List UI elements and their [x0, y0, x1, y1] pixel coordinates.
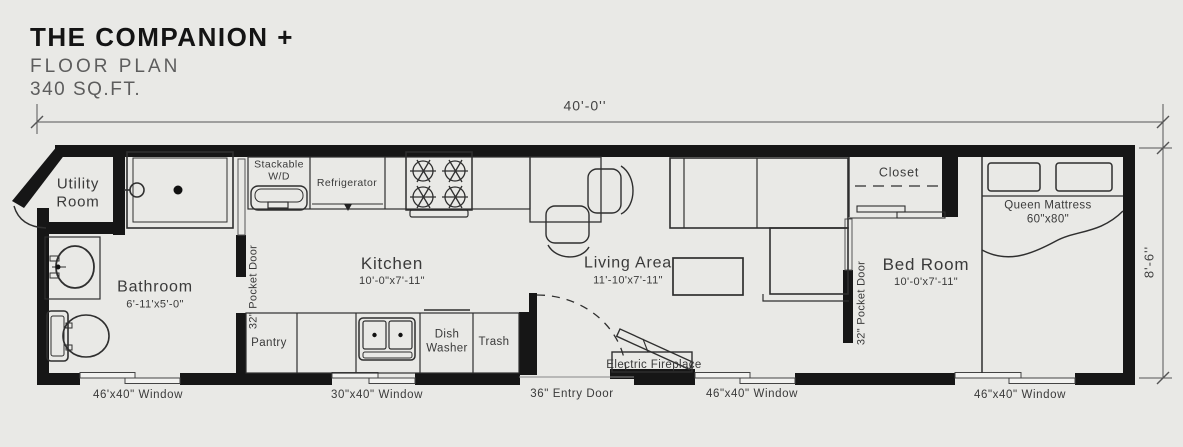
- kitchen-counter-bottom: [245, 309, 520, 374]
- dining-table: [529, 156, 602, 223]
- room-label-kitchen: Kitchen 10'-0"x7'-11": [359, 254, 425, 288]
- utility-label-line1: Utility: [56, 175, 100, 193]
- dimension-lines: [30, 104, 1172, 385]
- pocket-door-cavities: [237, 158, 853, 271]
- window-bathroom: [79, 372, 181, 384]
- entry-door-label: 36" Entry Door: [530, 388, 614, 401]
- living-size: 11'-10'x7'-11": [593, 274, 663, 287]
- utility-label-line2: Room: [56, 193, 100, 210]
- blanket-line: [981, 210, 1124, 258]
- kitchen-name: Kitchen: [360, 253, 424, 273]
- window-label-kitchen: 30"x40" Window: [331, 389, 423, 402]
- room-label-bedroom: Bed Room 10'-0'x7'-11": [883, 255, 970, 289]
- coffee-table: [672, 257, 744, 296]
- washer-dryer-label-line2: W/D: [268, 171, 290, 183]
- fireplace-fixture: [611, 351, 693, 373]
- exterior-walls: [12, 145, 1135, 385]
- pillow-right: [1055, 162, 1113, 192]
- refrigerator-fixture: [312, 203, 383, 211]
- pocket-door-bathroom-label: 32" Pocket Door: [247, 244, 260, 330]
- dimension-width-label: 40'-0'': [563, 97, 607, 114]
- bathroom-name: Bathroom: [117, 278, 193, 296]
- interior-walls: [37, 145, 958, 379]
- window-bedroom: [954, 372, 1076, 384]
- utility-nose-edge: [13, 205, 47, 229]
- page-subtitle: FLOOR PLAN: [30, 56, 181, 77]
- room-label-bathroom: Bathroom 6'-11'x5'-0": [117, 279, 193, 312]
- washer-dryer-label-line1: Stackable: [254, 158, 304, 171]
- bathroom-size: 6'-11'x5'-0": [126, 298, 184, 311]
- sofa-sectional: [669, 157, 849, 302]
- stove-fixture: [405, 151, 473, 218]
- tv-fixture: [615, 328, 694, 371]
- room-label-living: Living Area 11'-10'x7'-11": [584, 255, 672, 288]
- window-label-bedroom: 46"x40" Window: [974, 389, 1066, 402]
- window-living: [694, 372, 796, 384]
- fireplace-label: Electric Fireplace: [606, 359, 702, 372]
- trash-label: Trash: [478, 336, 510, 349]
- bathroom-sink-fixture: [44, 236, 101, 300]
- dimension-height-label: 8'-6'': [1141, 245, 1157, 279]
- kitchen-size: 10'-0"x7'-11": [359, 275, 425, 288]
- shower-fixture: [124, 151, 234, 229]
- living-name: Living Area: [584, 254, 672, 272]
- pantry-label: Pantry: [251, 337, 287, 350]
- toilet-fixture: [46, 310, 110, 362]
- washer-dryer-fixture: [250, 185, 308, 211]
- dishwasher-label-line2: Washer: [426, 342, 468, 354]
- entry-door: [519, 293, 634, 378]
- washer-dryer-label: Stackable W/D: [254, 159, 304, 184]
- closet-label: Closet: [878, 165, 920, 180]
- window-label-living: 46"x40" Window: [706, 388, 798, 401]
- kitchen-sink-fixture: [358, 317, 416, 361]
- title-block: THE COMPANION + FLOOR PLAN 340 SQ.FT.: [30, 22, 294, 101]
- dishwasher-label-line1: Dish: [434, 328, 460, 341]
- dining-chairs: [545, 165, 634, 258]
- refrigerator-label: Refrigerator: [316, 176, 378, 189]
- pocket-door-bedroom-label: 32" Pocket Door: [855, 260, 868, 346]
- page-title: THE COMPANION +: [30, 22, 294, 52]
- page-area: 340 SQ.FT.: [30, 79, 142, 100]
- dishwasher-label: Dish Washer: [426, 328, 468, 355]
- pillow-left: [987, 162, 1041, 192]
- window-label-bathroom: 46'x40" Window: [92, 389, 184, 402]
- queen-mattress-label: Queen Mattress 60"x80": [1004, 199, 1091, 226]
- window-kitchen: [331, 372, 416, 384]
- queen-mattress-label-line2: 60"x80": [1026, 213, 1070, 225]
- bed-fixture: [981, 157, 1124, 373]
- bedroom-name: Bed Room: [882, 254, 970, 274]
- queen-mattress-label-line1: Queen Mattress: [1004, 199, 1092, 212]
- closet-detail: [848, 157, 946, 219]
- room-label-utility: Utility Room: [56, 175, 99, 210]
- bedroom-size: 10'-0'x7'-11": [893, 276, 959, 289]
